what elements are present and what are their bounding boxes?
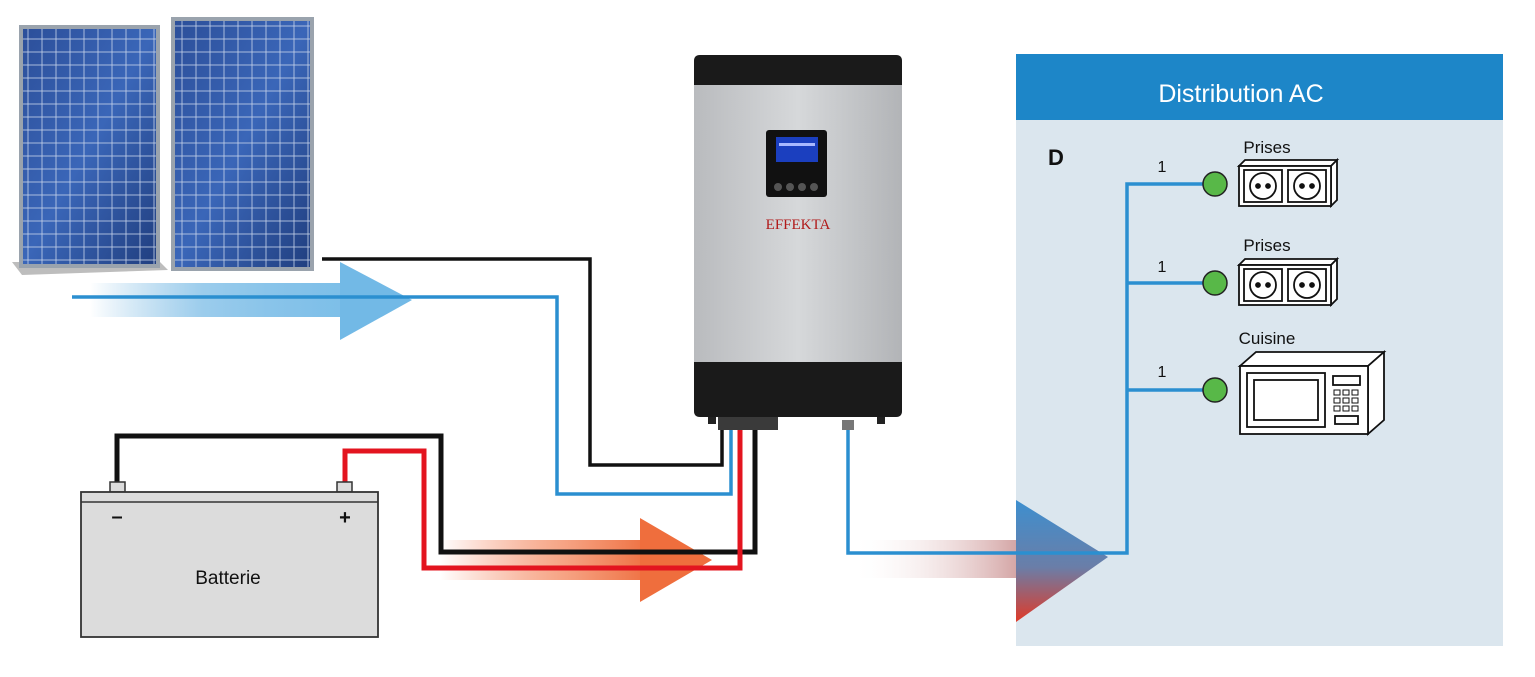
microwave-icon bbox=[1237, 350, 1387, 436]
circuit-1: 1 Prises bbox=[1158, 138, 1340, 209]
battery-positive-terminal bbox=[336, 481, 353, 493]
inverter-brand: EFFEKTA bbox=[766, 217, 831, 233]
pv-flow-arrow bbox=[90, 262, 412, 340]
circuit-3: 1 Cuisine bbox=[1158, 329, 1387, 436]
battery-wires bbox=[114, 428, 758, 571]
inverter-button-2 bbox=[786, 183, 794, 191]
inverter: EFFEKTA bbox=[694, 55, 902, 430]
circuit-breaker-1 bbox=[1202, 171, 1228, 197]
circuit-label: Prises bbox=[1243, 138, 1290, 157]
ac-main-wire bbox=[846, 182, 1205, 555]
inverter-bottom-cap bbox=[694, 362, 902, 417]
distribution-header bbox=[1016, 54, 1503, 120]
inverter-button-4 bbox=[810, 183, 818, 191]
distribution-title: Distribution AC bbox=[1158, 80, 1323, 108]
pv-wires bbox=[72, 257, 733, 496]
socket-outlet-icon bbox=[1236, 256, 1340, 308]
distribution-panel: Distribution AC D bbox=[1016, 54, 1503, 646]
circuit-breaker-2 bbox=[1202, 270, 1228, 296]
ac-wires bbox=[846, 182, 1205, 555]
battery-negative-terminal bbox=[109, 481, 126, 493]
inverter-button-3 bbox=[798, 183, 806, 191]
battery-label: Batterie bbox=[195, 568, 260, 589]
socket-outlet-icon bbox=[1236, 157, 1340, 209]
solar-panel-1 bbox=[19, 25, 160, 268]
panel-letter: D bbox=[1048, 145, 1064, 170]
battery-positive-symbol: + bbox=[339, 507, 351, 529]
circuit-number: 1 bbox=[1158, 259, 1167, 276]
circuit-label: Prises bbox=[1243, 236, 1290, 255]
pv-negative-wire bbox=[322, 257, 724, 467]
circuit-label: Cuisine bbox=[1239, 329, 1296, 348]
battery-negative-symbol: – bbox=[111, 506, 122, 528]
battery-flow-arrow bbox=[440, 518, 712, 602]
circuit-breaker-3 bbox=[1202, 377, 1228, 403]
battery-negative-wire bbox=[114, 428, 758, 555]
lcd-screen bbox=[776, 137, 818, 162]
battery-body bbox=[80, 491, 379, 638]
circuit-number: 1 bbox=[1158, 159, 1167, 176]
solar-panels bbox=[12, 17, 314, 275]
solar-panel-2 bbox=[171, 17, 314, 271]
inverter-top-cap bbox=[694, 55, 902, 85]
circuit-2: 1 Prises bbox=[1158, 236, 1340, 308]
ac-output-arrow bbox=[850, 500, 1108, 622]
pv-positive-wire bbox=[72, 295, 733, 496]
inverter-button-1 bbox=[774, 183, 782, 191]
battery: – + Batterie bbox=[80, 481, 379, 638]
circuit-number: 1 bbox=[1158, 364, 1167, 381]
battery-positive-wire bbox=[342, 428, 743, 571]
inverter-terminals bbox=[718, 417, 778, 430]
ac-output-terminal bbox=[842, 420, 854, 430]
